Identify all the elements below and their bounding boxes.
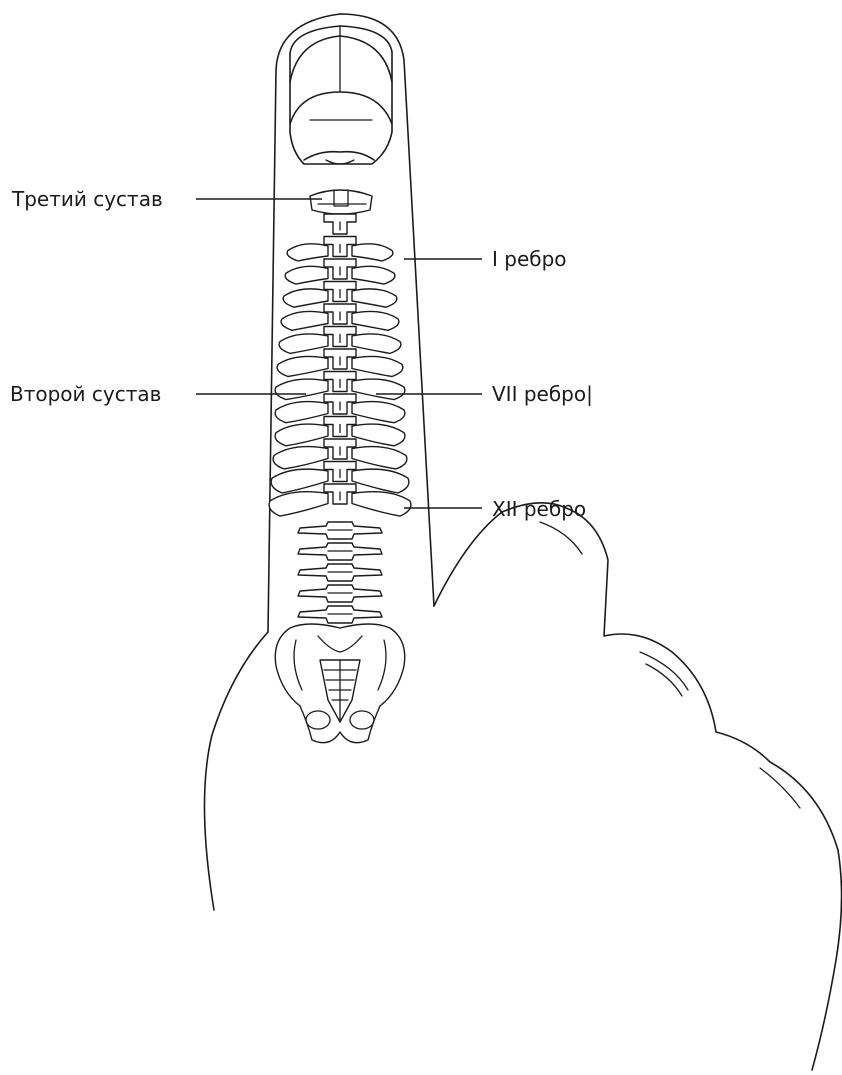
knuckle-crease-3 — [646, 664, 682, 696]
pelvis-icon — [275, 624, 404, 743]
fingernail-icon — [290, 26, 392, 164]
rib-left-8 — [275, 402, 328, 423]
rib-left-12 — [269, 492, 328, 516]
rib-left-5 — [279, 334, 328, 353]
rib-right-12 — [352, 492, 411, 516]
rib-right-7 — [352, 379, 405, 400]
rib-left-3 — [283, 289, 328, 307]
spine-skeleton-icon — [324, 214, 356, 504]
rib-left-6 — [277, 356, 328, 376]
knuckle-crease-1 — [640, 652, 688, 690]
rib-right-6 — [352, 356, 403, 376]
rib-left-9 — [275, 424, 328, 446]
rib-right-10 — [352, 447, 407, 469]
rib-left-11 — [271, 469, 328, 493]
label-rib-12: XII ребро — [492, 497, 586, 521]
thumb-crease — [540, 522, 582, 554]
rib-left-10 — [273, 447, 328, 469]
palm-left-contour — [204, 632, 268, 910]
lumbar-vertebrae — [298, 522, 382, 623]
rib-right-4 — [352, 311, 399, 330]
rib-right-8 — [352, 402, 405, 423]
rib-right-5 — [352, 334, 401, 353]
rib-left-4 — [281, 311, 328, 330]
rib-right-1 — [352, 244, 393, 261]
rib-right-9 — [352, 424, 405, 446]
rib-left-1 — [287, 244, 328, 261]
rib-right-3 — [352, 289, 397, 307]
rib-right-2 — [352, 266, 395, 284]
cervical-top-bone — [310, 190, 372, 214]
rib-left-2 — [285, 266, 328, 284]
label-second-joint: Второй сустав — [10, 382, 161, 406]
rib-right-11 — [352, 469, 409, 493]
label-rib-7: VII ребро| — [492, 382, 593, 406]
hand-right-contour — [434, 503, 842, 1070]
label-rib-1: I ребро — [492, 247, 567, 271]
label-third-joint: Третий сустав — [11, 187, 163, 211]
rib-left-7 — [275, 379, 328, 400]
hand-outline-icon — [204, 14, 841, 1070]
knuckle-crease-2 — [760, 768, 800, 808]
